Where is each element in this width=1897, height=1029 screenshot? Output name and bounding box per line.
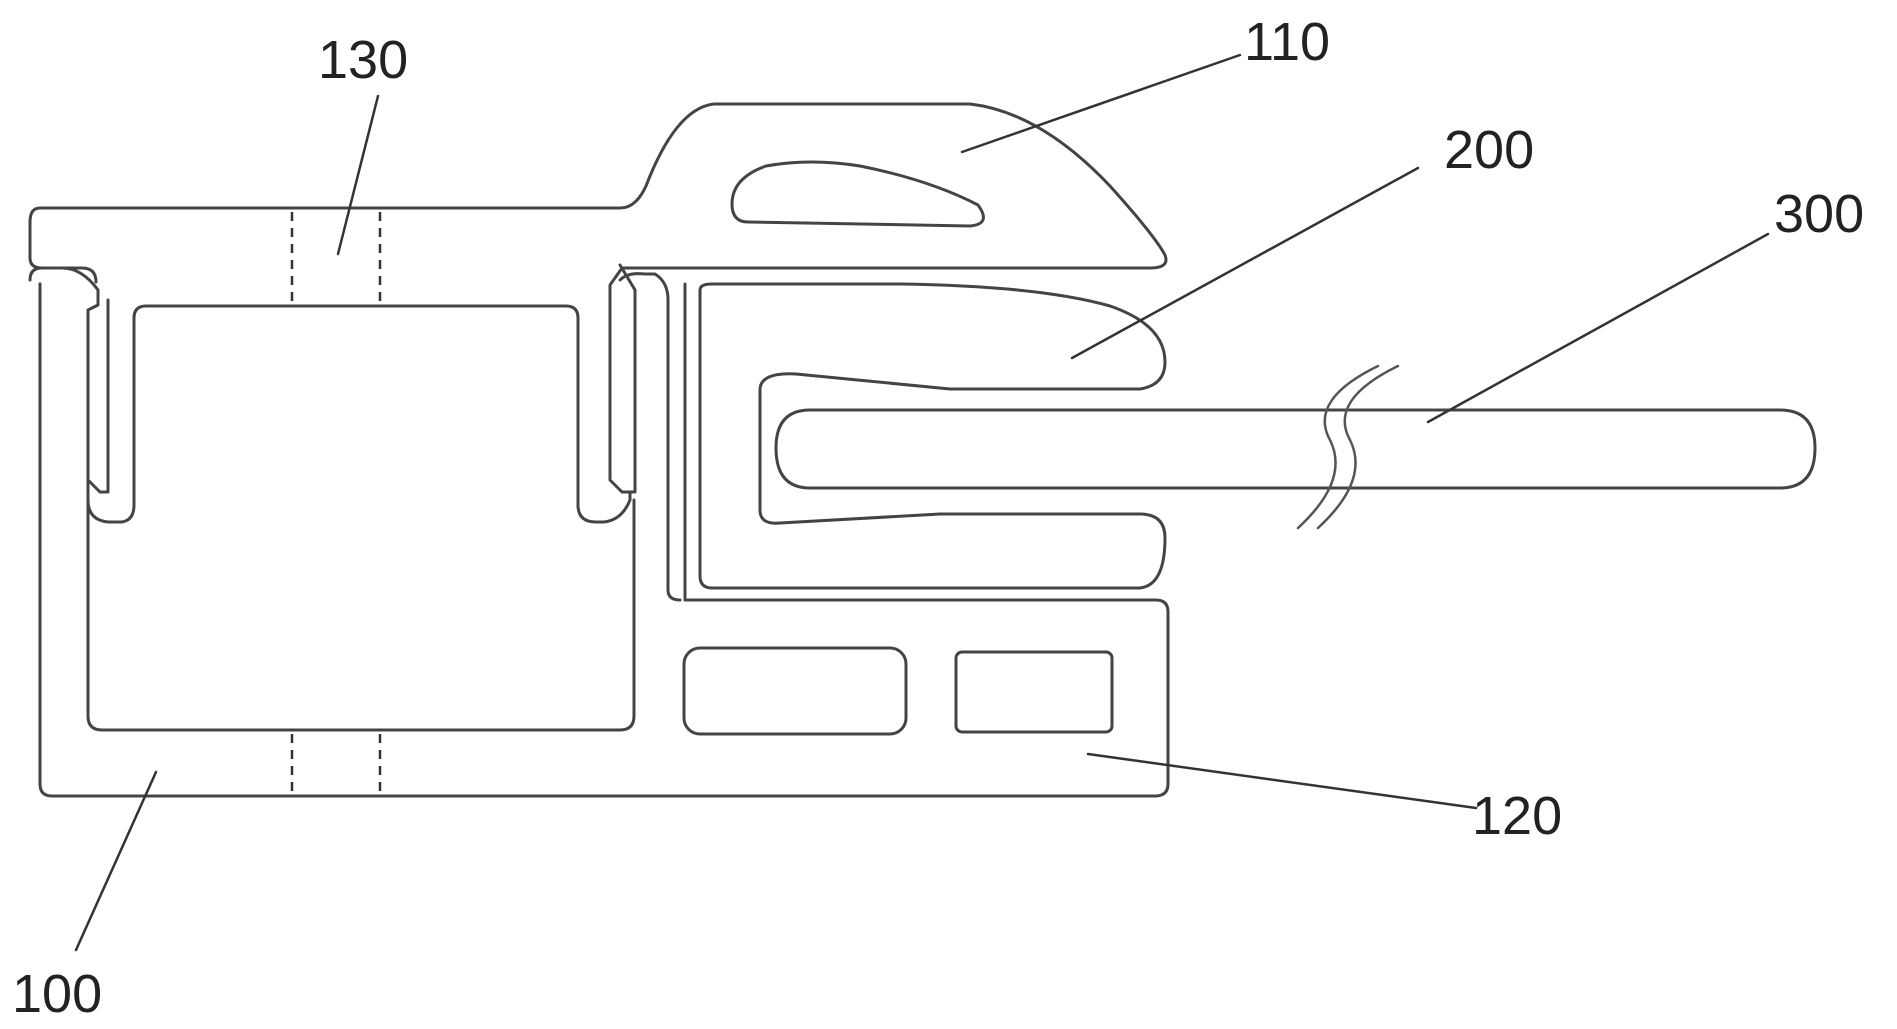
leader-130: [336, 94, 380, 256]
top-profile-outline: [38, 102, 1168, 494]
leader-200: [1070, 166, 1420, 360]
break-mark-lower: [1316, 364, 1400, 530]
left-hook-inner: [38, 282, 632, 524]
main-body-outline: [38, 282, 1170, 798]
leader-120: [1086, 752, 1478, 810]
break-mark-upper: [1296, 364, 1380, 530]
ridge-cavity-outline: [730, 160, 985, 228]
right-hook-outline: [618, 272, 682, 602]
ref-label-200: 200: [1444, 120, 1534, 180]
ref-label-100: 100: [12, 964, 102, 1024]
seal-groove-outline: [698, 282, 1167, 590]
left-hook-outline: [28, 266, 110, 494]
inner-chamber-outline: [86, 478, 636, 732]
ref-label-110: 110: [1244, 12, 1330, 72]
top-left-lip-outline: [28, 206, 98, 284]
ref-label-120: 120: [1472, 786, 1562, 846]
leader-110: [960, 53, 1242, 154]
lower-chamber-right: [954, 650, 1114, 734]
ref-label-130: 130: [318, 30, 408, 90]
leader-300: [1426, 232, 1770, 424]
insert-strip-outline: [774, 408, 1817, 490]
lower-chamber-left: [682, 646, 908, 736]
ref-label-300: 300: [1774, 184, 1864, 244]
leader-100: [74, 770, 158, 952]
